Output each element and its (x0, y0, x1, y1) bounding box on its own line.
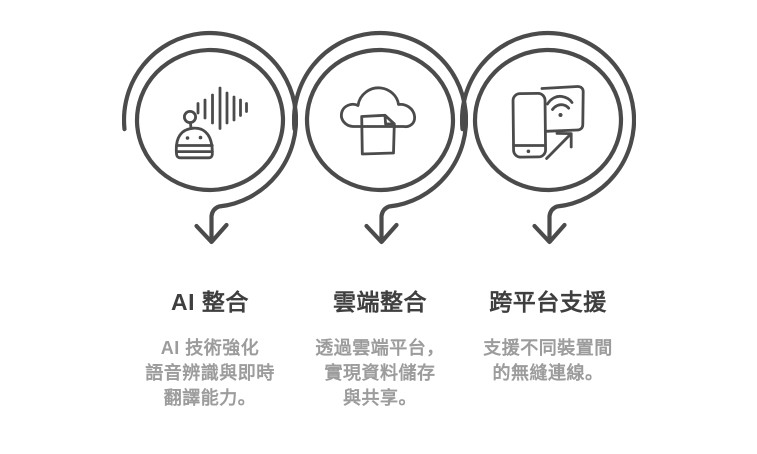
description-line: 透過雲端平台， (315, 338, 445, 358)
description-line: 語音辨識與即時 (145, 363, 275, 383)
arrow-down-icon (532, 222, 567, 245)
feature-description: 支援不同裝置間 的無縫連線。 (460, 336, 636, 386)
feature-card-ai: AI 整合 AI 技術強化 語音辨識與即時 翻譯能力。 (122, 30, 298, 411)
description-line: 實現資料儲存 (324, 363, 436, 383)
feature-description: AI 技術強化 語音辨識與即時 翻譯能力。 (122, 336, 298, 411)
feature-title: 雲端整合 (333, 289, 427, 315)
description-line: 的無縫連線。 (492, 363, 604, 383)
arrow-down-icon (194, 222, 229, 245)
spiral-arrow (292, 30, 468, 245)
description-line: 與共享。 (343, 388, 417, 408)
feature-description: 透過雲端平台， 實現資料儲存 與共享。 (292, 336, 468, 411)
spiral-arrow (460, 30, 636, 245)
robot-voice-icon (174, 86, 248, 160)
feature-card-cloud: 雲端整合 透過雲端平台， 實現資料儲存 與共享。 (292, 30, 468, 411)
feature-title: AI 整合 (171, 289, 249, 315)
feature-card-crossplatform: 跨平台支援 支援不同裝置間 的無縫連線。 (460, 30, 636, 386)
circle-arrow-frame (460, 30, 636, 245)
arrow-up-right-icon (545, 133, 572, 160)
description-line: 支援不同裝置間 (483, 338, 613, 358)
wifi-icon (546, 94, 574, 106)
description-line: 翻譯能力。 (163, 388, 257, 408)
circle-arrow-frame (122, 30, 298, 245)
spiral-arrow (122, 30, 298, 245)
circle-arrow-frame (292, 30, 468, 245)
arrow-down-icon (364, 222, 399, 245)
description-line: AI 技術強化 (160, 338, 260, 358)
feature-title: 跨平台支援 (489, 289, 607, 315)
devices-sync-icon (511, 85, 585, 160)
cloud-document-icon (340, 86, 416, 156)
